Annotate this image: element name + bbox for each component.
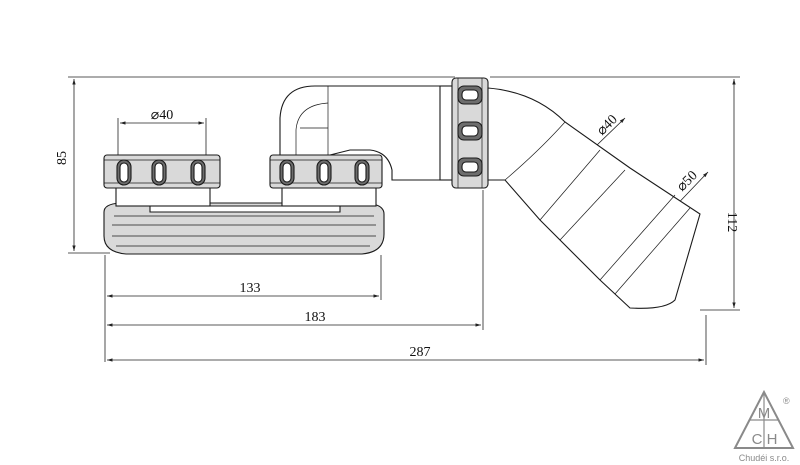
dimension-inlet-diameter: ⌀40	[117, 108, 207, 160]
dimension-183: 183	[107, 190, 484, 330]
dimension-112-label: 112	[724, 212, 739, 232]
logo-letter-c: C	[752, 431, 763, 448]
dimension-85: 85	[55, 76, 455, 254]
svg-text:⌀40: ⌀40	[594, 112, 620, 138]
horizontal-pipe	[439, 77, 489, 189]
right-inlet-cap	[269, 154, 383, 207]
dimension-287: 287	[107, 315, 707, 365]
dimension-85-label: 85	[55, 151, 70, 165]
company-logo: M C H ® Chudéi s.r.o.	[733, 389, 795, 463]
dimension-133: 133	[104, 255, 382, 362]
diameter-symbol: ⌀	[151, 108, 159, 123]
dimension-133-label: 133	[240, 281, 261, 296]
logo-company-name: Chudéi s.r.o.	[739, 453, 790, 463]
svg-text:⌀40: ⌀40	[151, 108, 173, 123]
left-inlet-cap	[103, 154, 221, 207]
dimension-inlet-label: 40	[159, 108, 173, 123]
logo-letter-m: M	[758, 405, 771, 422]
svg-text:⌀50: ⌀50	[674, 168, 700, 194]
outlet-pipe	[487, 87, 701, 309]
logo-registered-mark: ®	[783, 396, 790, 406]
trap-body	[103, 202, 385, 255]
logo-letter-h: H	[767, 431, 778, 448]
dimension-287-label: 287	[410, 345, 431, 360]
dimension-183-label: 183	[305, 310, 326, 325]
elbow-pipe	[279, 85, 446, 181]
dimension-112: 112	[490, 76, 740, 311]
